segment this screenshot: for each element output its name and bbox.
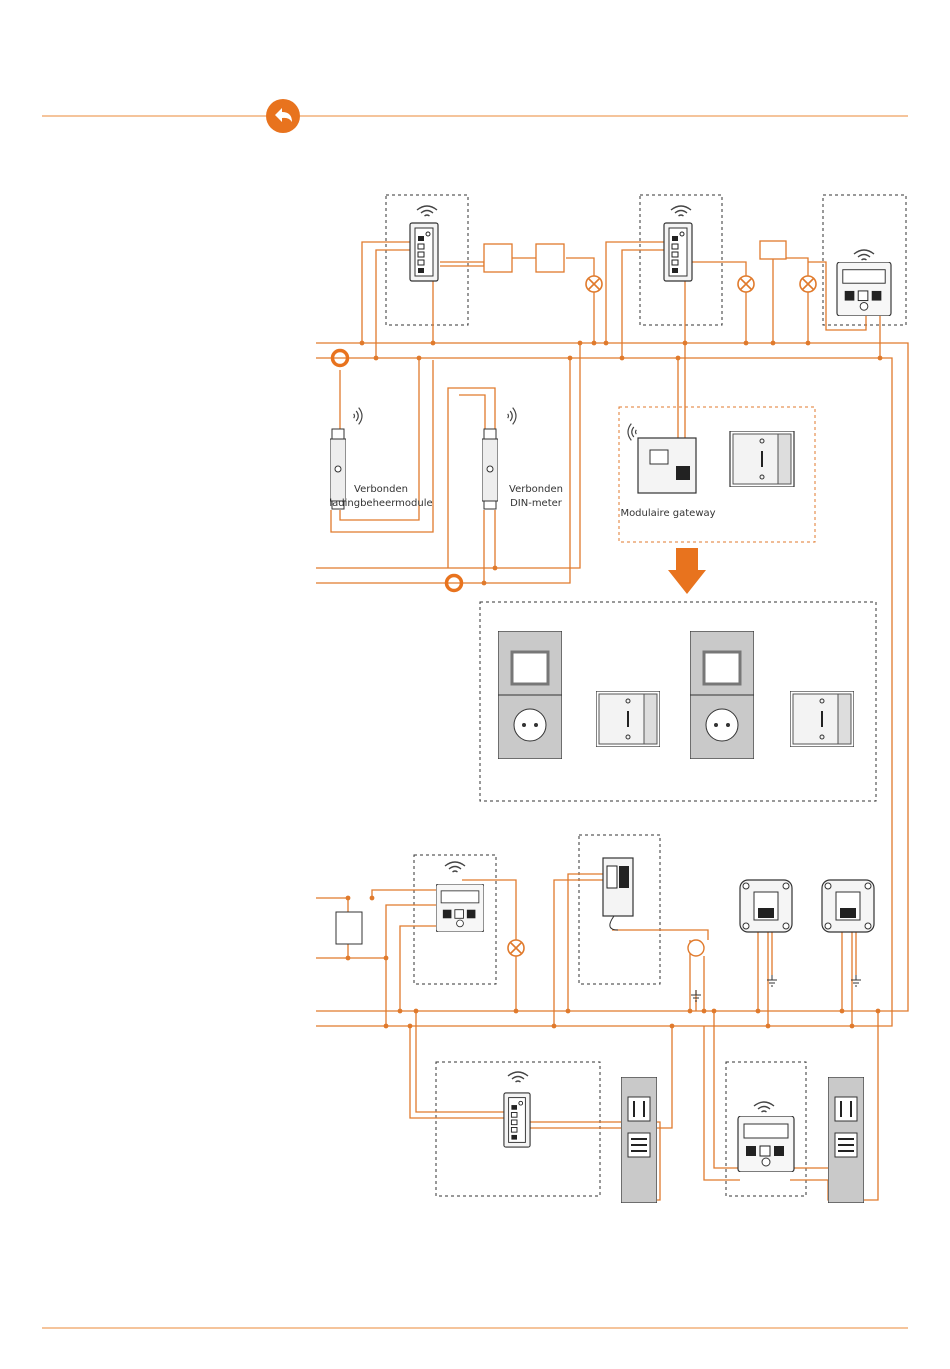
charge-module-label-line2: ladingbeheermodule [329,498,432,509]
socket-plate [498,631,562,759]
gateway-terminal [676,466,690,480]
wifi-icon [508,1072,528,1082]
wifi-icon [354,408,362,425]
gateway-module [638,438,696,493]
gateway-label: Modulaire gateway [620,508,715,519]
charge-management-module [330,429,346,509]
back-button[interactable] [266,99,300,133]
junction-dots [346,341,883,1029]
connected-relay [837,262,891,316]
wifi-icon [671,206,691,216]
wifi-icon [854,250,874,260]
module-terminal [619,866,629,888]
flex-wire [610,916,618,930]
wifi-icon [628,424,636,441]
din-meter-label-line1: Verbonden [509,484,563,495]
connected-relay [738,1116,794,1172]
lamp-icon [738,276,754,292]
connected-switch [504,1093,530,1147]
load-boxes [484,241,786,272]
wifi-icon [754,1102,774,1112]
mechanical-switch [822,880,874,932]
wifi-icon [508,408,516,425]
shutter-control-plate [828,1077,864,1203]
lamp-icon [800,276,816,292]
wireless-control-plate [596,691,660,747]
down-arrow-icon [668,548,706,594]
connected-switch [410,223,438,281]
shutter-control-plate [621,1077,657,1203]
load-box [336,912,362,944]
wifi-icon [417,206,437,216]
lamp-icon [508,940,524,956]
wireless-control-plate [790,691,854,747]
gateway-display [650,450,668,464]
wifi-icon [445,862,465,872]
socket-outlet-icon [688,940,704,956]
din-meter-label-line2: DIN-meter [510,498,563,509]
din-meter [482,429,498,509]
module-terminal [607,866,617,888]
connected-dimmer [436,884,484,932]
gateway-plate [730,431,794,487]
socket-plate [690,631,754,759]
mechanical-switch [740,880,792,932]
connected-switch [664,223,692,281]
lamp-icon [586,276,602,292]
charge-module-label-line1: Verbonden [354,484,408,495]
